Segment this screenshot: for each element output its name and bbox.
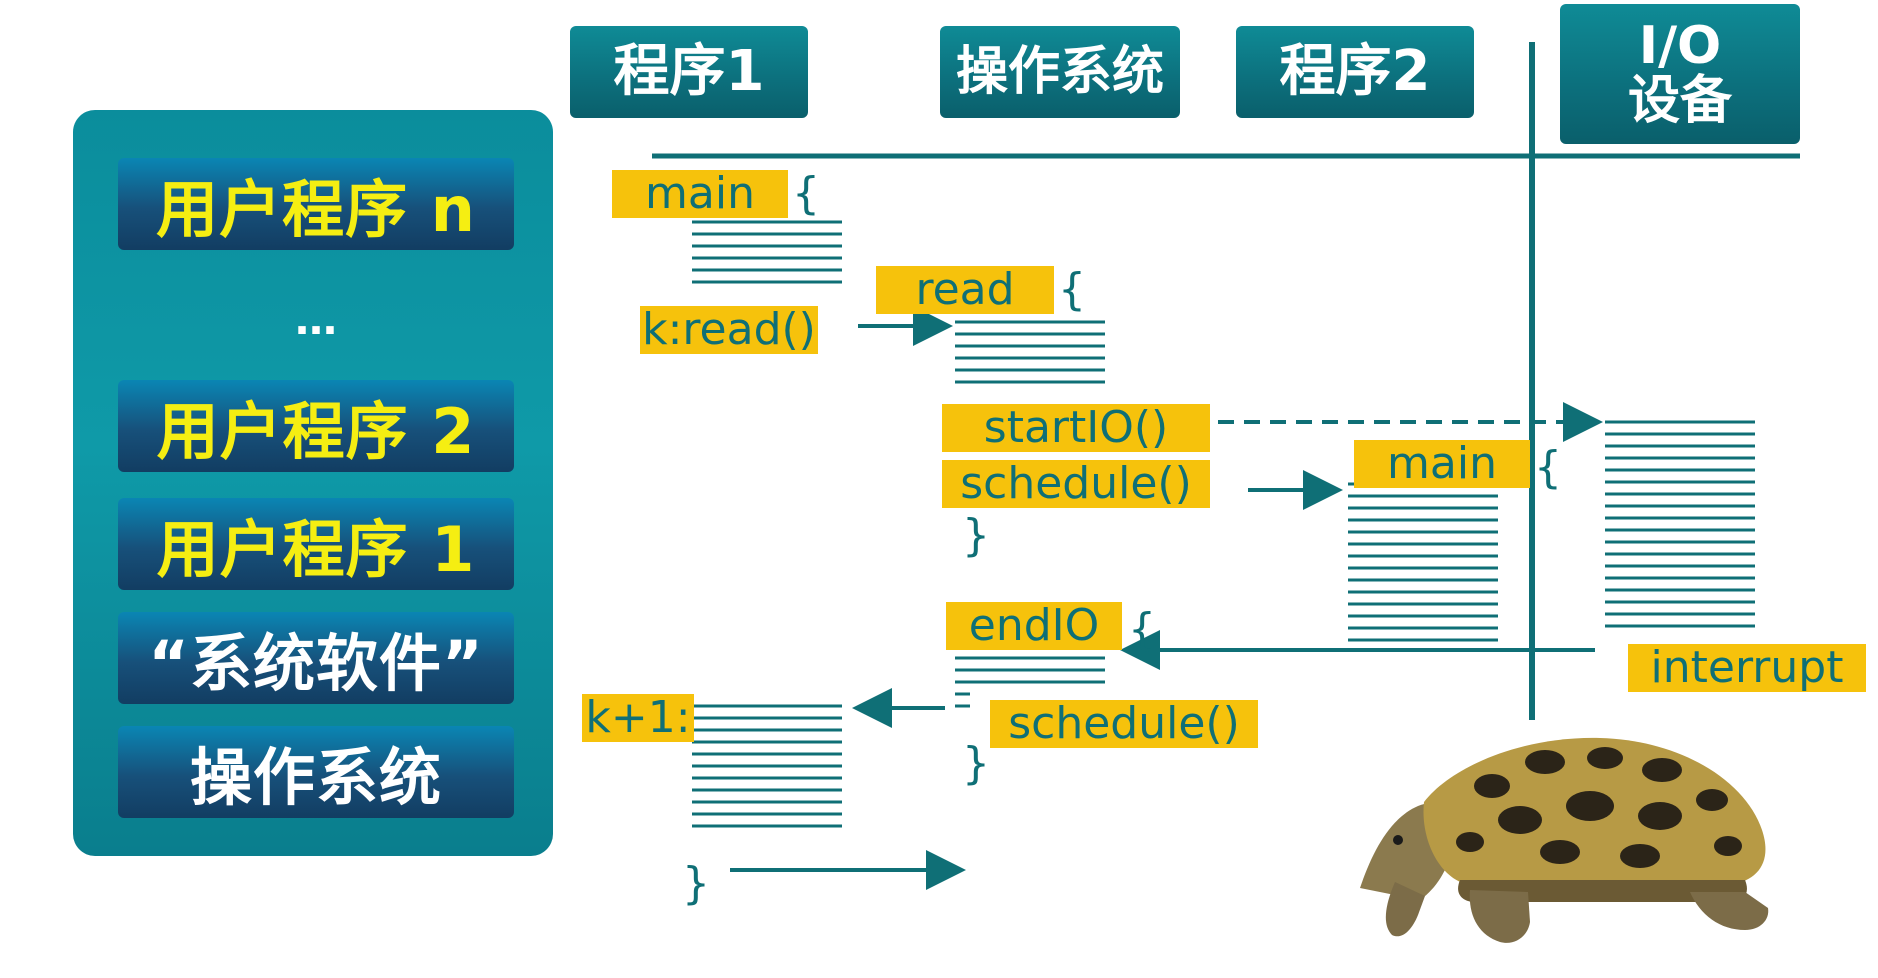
brace-open-os-read: { (1058, 264, 1086, 315)
label-endio: endIO (946, 602, 1122, 650)
code-lines-os-read (955, 320, 1105, 384)
brace-close-os-read: } (962, 510, 990, 561)
code-lines-program1-after-read (692, 704, 842, 828)
label-os-read: read (876, 266, 1054, 314)
layer-label: 用户程序 2 (156, 395, 476, 468)
column-header-program1: 程序1 (570, 26, 808, 118)
code-lines-program2 (1348, 482, 1498, 642)
label-text: main (645, 168, 755, 219)
label-k-plus-1: k+1: (582, 694, 694, 742)
layer-label: 操作系统 (189, 741, 442, 814)
layer-system-software: “系统软件” (118, 612, 514, 704)
layer-ellipsis: … (295, 295, 337, 344)
layer-label: 用户程序 n (156, 173, 476, 246)
column-header-io-device: I/O 设备 (1560, 4, 1800, 144)
brace-close-endio: } (962, 738, 990, 789)
layer-user-program-1: 用户程序 1 (118, 498, 514, 590)
brace-open-main-program1: { (792, 168, 820, 219)
layer-user-program-n: 用户程序 n (118, 158, 514, 250)
brace-open-main-program2: { (1534, 442, 1562, 493)
column-header-label: 程序2 (1279, 38, 1431, 104)
label-text: schedule() (1008, 698, 1240, 749)
label-startio: startIO() (942, 404, 1210, 452)
label-interrupt: interrupt (1628, 644, 1866, 692)
code-lines-io-device (1605, 420, 1755, 628)
column-header-program2: 程序2 (1236, 26, 1474, 118)
layer-operating-system: 操作系统 (118, 726, 514, 818)
turtle-image (1360, 737, 1769, 943)
label-text: schedule() (960, 458, 1192, 509)
column-header-label-line1: I/O (1638, 16, 1722, 77)
layer-user-program-2: 用户程序 2 (118, 380, 514, 472)
layer-label: “系统软件” (148, 627, 484, 700)
brace-open-endio: { (1128, 604, 1156, 655)
column-header-label: 操作系统 (955, 41, 1164, 102)
label-text: k+1: (585, 692, 691, 743)
label-text: k:read() (642, 304, 816, 355)
label-text: endIO (968, 600, 1100, 651)
layer-label: 用户程序 1 (156, 513, 476, 586)
label-text: startIO() (983, 402, 1169, 453)
code-lines-program1-before-read (692, 220, 842, 284)
brace-close-program1: } (682, 858, 710, 909)
column-header-label: 程序1 (613, 38, 765, 104)
label-text: interrupt (1650, 642, 1844, 693)
label-text: main (1387, 438, 1497, 489)
label-text: read (915, 264, 1015, 315)
label-main-program1: main (612, 170, 788, 218)
label-schedule-1: schedule() (942, 460, 1210, 508)
code-lines-os-endio (955, 644, 1105, 708)
column-header-label-line2: 设备 (1627, 71, 1732, 131)
label-schedule-2: schedule() (990, 700, 1258, 748)
label-main-program2: main (1354, 440, 1530, 488)
system-stack-panel: 用户程序 n … 用户程序 2 用户程序 1 “系统软件” 操作系统 (73, 110, 553, 856)
label-k-read-call: k:read() (640, 306, 818, 354)
column-header-os: 操作系统 (940, 26, 1180, 118)
